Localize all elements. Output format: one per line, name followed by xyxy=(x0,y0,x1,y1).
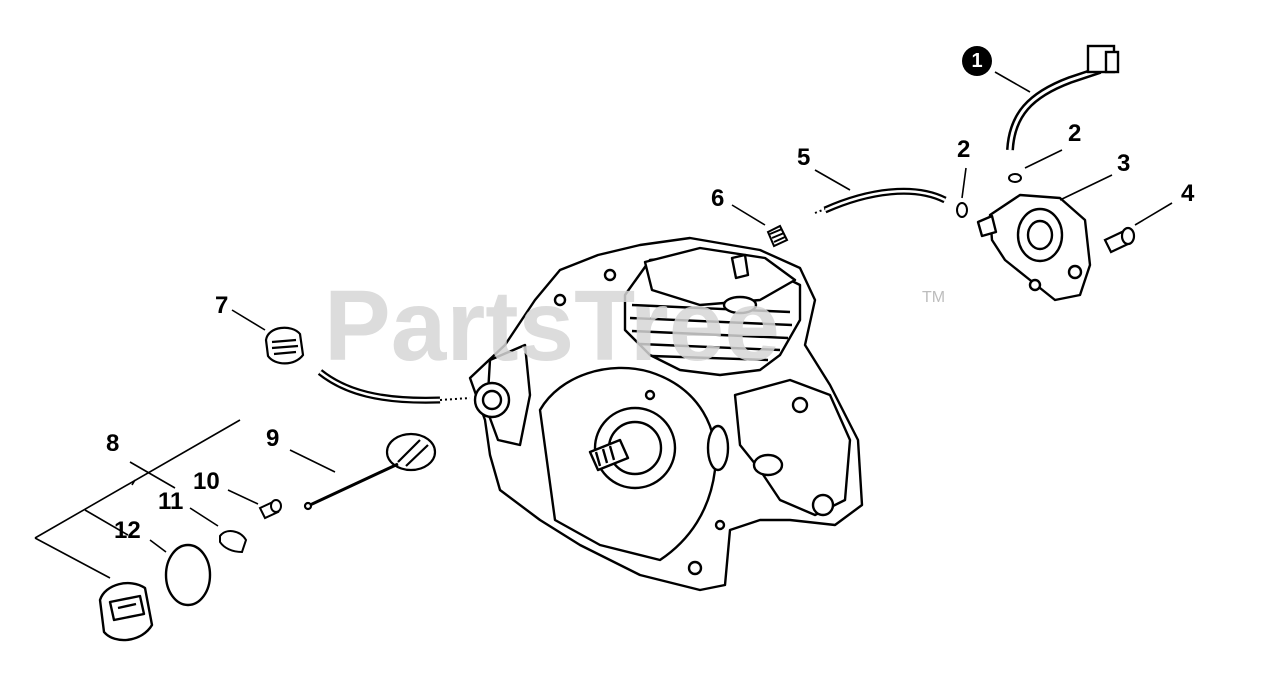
cap-drawing xyxy=(98,581,154,642)
oil-line-drawing xyxy=(1006,44,1120,151)
callout-7: 7 xyxy=(215,292,229,319)
callout-3: 3 xyxy=(1117,150,1131,177)
callout-9: 9 xyxy=(266,425,280,452)
o-ring-drawings xyxy=(956,173,1022,218)
dipstick-drawing xyxy=(303,432,437,511)
spring-drawing xyxy=(766,224,789,248)
clip-drawing xyxy=(219,530,248,554)
pickup-hose-drawing xyxy=(317,369,471,404)
callout-4: 4 xyxy=(1181,180,1195,207)
large-o-ring-drawing xyxy=(164,543,212,607)
trademark-symbol: TM xyxy=(922,289,946,306)
callout-6: 6 xyxy=(711,185,725,212)
callout-10: 10 xyxy=(193,468,220,495)
callout-1-badge: 1 xyxy=(962,46,992,76)
watermark-text: PartsTree xyxy=(324,270,780,382)
crankcase-drawing xyxy=(468,236,864,592)
small-screw-drawing xyxy=(258,499,282,520)
screw-drawing xyxy=(1103,226,1136,254)
callout-8: 8 xyxy=(106,430,120,457)
leader-lines xyxy=(34,71,1173,579)
callout-2-right: 2 xyxy=(1068,120,1082,147)
hose-drawing xyxy=(814,187,947,214)
callout-2-left: 2 xyxy=(957,136,971,163)
callout-5: 5 xyxy=(797,144,811,171)
callout-12: 12 xyxy=(114,517,141,544)
callout-11: 11 xyxy=(158,488,184,515)
filter-drawing xyxy=(264,326,305,365)
oil-pump-drawing xyxy=(976,193,1092,302)
